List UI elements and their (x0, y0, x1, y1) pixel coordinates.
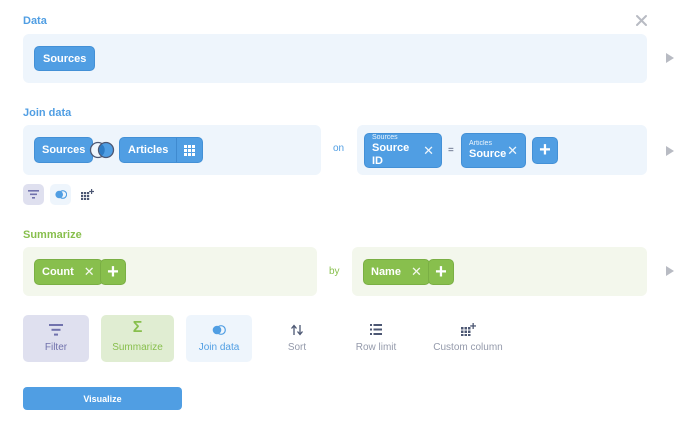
plus-icon: + (435, 260, 447, 283)
visualize-label: Visualize (83, 393, 122, 404)
mini-filter-button[interactable] (23, 184, 44, 205)
sigma-icon: Σ (132, 319, 143, 336)
join-step-preview-icon[interactable] (666, 146, 674, 156)
plus-icon: + (539, 139, 551, 161)
step-filter-label: Filter (44, 342, 68, 353)
filter-icon (49, 324, 63, 336)
step-custom-column-label: Custom column (433, 342, 503, 353)
metric-count-pill[interactable]: Count ✕ (34, 259, 103, 285)
join-type-icon[interactable] (89, 141, 115, 159)
column-picker-icon[interactable] (176, 138, 202, 162)
join-icon (212, 325, 226, 335)
data-source-label: Sources (43, 52, 87, 65)
join-right-column-pill[interactable]: Articles Source ✕ (461, 133, 526, 168)
join-right-column-table: Articles (469, 140, 492, 148)
join-right-table-label: Articles (128, 144, 169, 156)
sort-icon (291, 324, 303, 336)
step-row-limit-button[interactable]: Row limit (343, 315, 409, 362)
step-filter-button[interactable]: Filter (23, 315, 89, 362)
step-sort-button[interactable]: Sort (264, 315, 330, 362)
join-left-table-pill[interactable]: Sources (34, 137, 94, 163)
visualize-button[interactable]: Visualize (23, 387, 182, 410)
remove-left-column-icon[interactable]: ✕ (423, 142, 434, 158)
list-icon (370, 324, 382, 335)
breakout-name-label: Name (371, 266, 401, 278)
add-breakout-button[interactable]: + (428, 259, 454, 285)
join-equals-label: = (448, 145, 454, 156)
add-column-icon (81, 189, 94, 200)
join-left-column-table: Sources (372, 133, 398, 141)
join-section-title: Join data (23, 107, 72, 119)
join-on-label: on (333, 143, 345, 154)
add-column-icon (461, 323, 476, 336)
step-join-button[interactable]: Join data (186, 315, 252, 362)
summarize-step-preview-icon[interactable] (666, 266, 674, 276)
step-row-limit-label: Row limit (355, 342, 397, 353)
data-step-panel (23, 34, 647, 83)
summarize-by-label: by (329, 266, 340, 277)
remove-right-column-icon[interactable]: ✕ (507, 142, 518, 158)
join-icon (54, 190, 67, 199)
remove-breakout-icon[interactable]: ✕ (410, 264, 422, 279)
data-source-pill[interactable]: Sources (34, 46, 96, 71)
step-summarize-label: Summarize (112, 342, 163, 353)
data-step-preview-icon[interactable] (666, 53, 674, 63)
step-summarize-button[interactable]: Σ Summarize (101, 315, 174, 362)
step-sort-label: Sort (287, 342, 307, 353)
plus-icon: + (107, 260, 119, 283)
data-section-title: Data (23, 15, 47, 27)
step-join-label: Join data (198, 342, 240, 353)
join-right-column-name: Source (469, 148, 507, 161)
mini-join-button[interactable] (50, 184, 71, 205)
add-metric-button[interactable]: + (100, 259, 126, 285)
breakout-name-pill[interactable]: Name ✕ (363, 259, 430, 285)
metric-count-label: Count (42, 266, 74, 278)
filter-icon (28, 190, 39, 199)
join-right-table-pill[interactable]: Articles (119, 137, 204, 163)
mini-custom-column-button[interactable] (77, 184, 98, 205)
close-icon[interactable] (635, 14, 648, 27)
step-custom-column-button[interactable]: Custom column (426, 315, 510, 362)
remove-metric-icon[interactable]: ✕ (83, 264, 95, 279)
join-left-column-name: Source ID (372, 141, 410, 167)
summarize-section-title: Summarize (23, 229, 82, 241)
join-left-column-pill[interactable]: Sources Source ID ✕ (364, 133, 442, 168)
join-left-table-label: Sources (42, 144, 86, 156)
add-join-condition-button[interactable]: + (532, 137, 558, 164)
